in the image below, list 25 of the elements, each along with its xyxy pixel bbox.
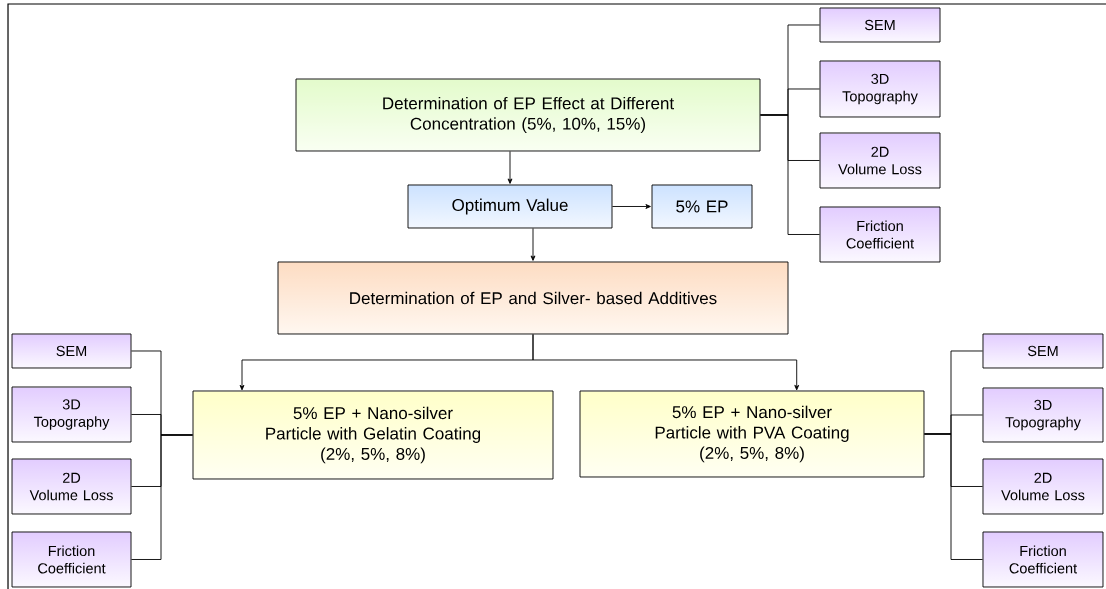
measure-box: 2D Volume Loss	[819, 132, 941, 189]
measure-box: SEM	[982, 333, 1104, 369]
measure-box: 3D Topography	[11, 386, 132, 443]
measure-box: Friction Coefficient	[819, 206, 941, 263]
process-box: 5% EP + Nano-silver Particle with Gelatin Coating (2%, 5%, 8%)	[192, 390, 554, 480]
measure-box: 3D Topography	[819, 60, 941, 118]
measure-box: 3D Topography	[982, 387, 1104, 443]
measure-box: 2D Volume Loss	[11, 458, 132, 515]
measure-box: Friction Coefficient	[11, 531, 132, 588]
process-box: Optimum Value	[407, 184, 613, 229]
arrow	[507, 151, 513, 184]
process-box: Determination of EP and Silver- based Additives	[277, 261, 789, 335]
measure-box: SEM	[819, 7, 941, 43]
arrow	[612, 204, 651, 209]
measure-box: Friction Coefficient	[982, 531, 1104, 588]
measure-box: 2D Volume Loss	[982, 458, 1104, 515]
arrow	[532, 334, 800, 391]
process-box: 5% EP	[651, 184, 753, 229]
connector-line	[760, 114, 820, 235]
measure-box: SEM	[11, 333, 132, 369]
connector-line	[131, 434, 193, 560]
process-box: Determination of EP Effect at Different Concentration (5%, 10%, 15%)	[295, 78, 761, 152]
arrow	[530, 228, 536, 261]
process-box: 5% EP + Nano-silver Particle with PVA Coating (2%, 5%, 8%)	[579, 390, 925, 478]
connector-line	[924, 433, 983, 560]
